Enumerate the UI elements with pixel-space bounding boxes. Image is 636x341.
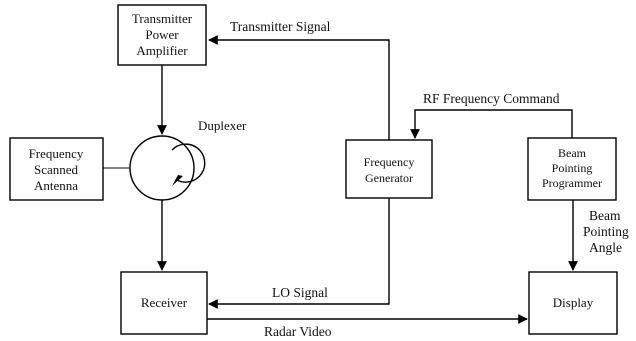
rf-frequency-command-arrow: [410, 109, 573, 139]
transmitter-label-line-3: Amplifier: [136, 43, 188, 58]
transmitter-label-line-2: Power: [145, 27, 179, 42]
programmer-label-line-3: Programmer: [542, 176, 602, 190]
transmitter-label-line-1: Transmitter: [132, 11, 193, 26]
rf-frequency-command-label: RF Frequency Command: [423, 91, 560, 106]
display-block: Display: [528, 271, 618, 335]
transmitter-signal-arrow: [208, 35, 390, 140]
lo-signal-label: LO Signal: [272, 285, 328, 300]
receiver-label: Receiver: [141, 295, 188, 310]
display-label: Display: [553, 295, 594, 310]
generator-label-line-2: Generator: [365, 171, 413, 185]
receiver-block: Receiver: [120, 271, 208, 335]
programmer-label-line-1: Beam: [558, 146, 587, 160]
programmer-label-line-2: Pointing: [552, 161, 593, 175]
beam-pointing-programmer-block: Beam Pointing Programmer: [527, 137, 617, 201]
transmitter-power-amplifier-block: Transmitter Power Amplifier: [117, 4, 207, 66]
duplexer-label: Duplexer: [198, 118, 247, 133]
beam-pointing-angle-label-line-1: Beam: [589, 208, 621, 223]
beam-pointing-angle-label-line-2: Pointing: [583, 224, 629, 239]
duplexer-circulator-arrowhead: [172, 175, 183, 186]
duplexer-circulator-arc: [171, 143, 206, 183]
beam-pointing-angle-label-line-3: Angle: [589, 240, 622, 255]
transmitter-signal-label: Transmitter Signal: [230, 19, 331, 34]
antenna-label-line-3: Antenna: [34, 178, 78, 193]
duplexer-circle: [129, 135, 195, 201]
radar-video-label: Radar Video: [264, 324, 332, 339]
antenna-label-line-1: Frequency: [29, 146, 84, 161]
frequency-scanned-antenna-block: Frequency Scanned Antenna: [9, 137, 104, 201]
frequency-generator-block: Frequency Generator: [345, 139, 433, 199]
lo-signal-arrow: [208, 198, 390, 309]
antenna-label-line-2: Scanned: [34, 162, 79, 177]
duplexer: Duplexer: [103, 118, 247, 201]
generator-label-line-1: Frequency: [364, 155, 415, 169]
